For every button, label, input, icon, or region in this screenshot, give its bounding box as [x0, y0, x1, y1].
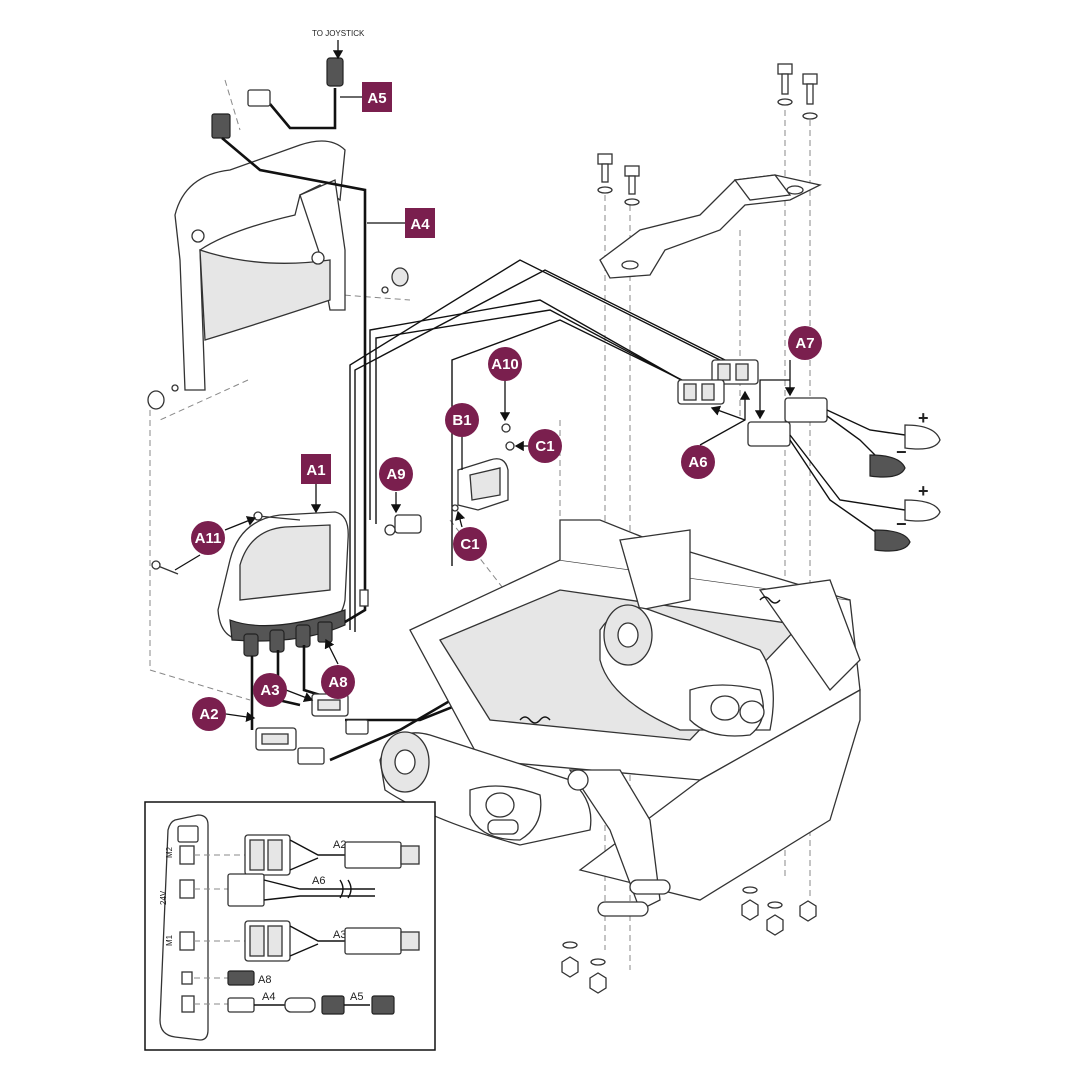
- inset-label-a5: A5: [350, 991, 363, 1003]
- plus-sign-lower: +: [918, 481, 929, 501]
- drive-motor-left: [379, 731, 592, 846]
- svg-text:A11: A11: [195, 530, 222, 547]
- battery-leads: [747, 397, 941, 552]
- callout-a4: [405, 208, 435, 238]
- svg-text:M2: M2: [165, 846, 174, 858]
- front-shroud-bracket: [174, 140, 346, 391]
- callout-c1-upper: [528, 429, 562, 463]
- inset-label-a8: A8: [258, 974, 271, 986]
- seat-mount-bracket: [599, 174, 822, 279]
- callout-a1: [301, 454, 331, 484]
- to-joystick-label: TO JOYSTICK: [312, 29, 365, 38]
- svg-text:C1: C1: [535, 438, 554, 455]
- mounting-bolts: [597, 63, 818, 206]
- inset-label-a2: A2: [333, 839, 346, 851]
- motor-connector-m1: [311, 693, 349, 717]
- svg-text:B1: B1: [452, 412, 471, 429]
- svg-text:A2: A2: [199, 706, 218, 723]
- motor-harness: [250, 613, 641, 765]
- callout-c1-lower: [453, 527, 487, 561]
- svg-text:A8: A8: [328, 674, 347, 691]
- svg-text:A9: A9: [386, 466, 405, 483]
- svg-text:A7: A7: [795, 335, 814, 352]
- inset-label-a3: A3: [333, 929, 346, 941]
- swing-arm: [567, 769, 671, 917]
- svg-text:A10: A10: [491, 356, 519, 373]
- port-24v: 24V: [159, 879, 195, 905]
- svg-text:A6: A6: [688, 454, 707, 471]
- svg-text:A3: A3: [260, 682, 279, 699]
- controller-module: [217, 511, 349, 657]
- inset-label-a4: A4: [262, 991, 275, 1003]
- inset-label-a6: A6: [312, 875, 325, 887]
- callout-a2: [192, 697, 226, 731]
- frame-nuts-washers: [561, 886, 817, 994]
- svg-text:C1: C1: [460, 536, 479, 553]
- svg-text:A1: A1: [306, 462, 325, 479]
- callout-a10: [488, 347, 522, 381]
- drive-motor-right: [599, 604, 774, 737]
- callout-a11: [191, 521, 225, 555]
- callout-a8: [321, 665, 355, 699]
- svg-text:24V: 24V: [159, 890, 168, 905]
- callout-a6: [681, 445, 715, 479]
- connection-inset: M2 24V M1 A2 A6: [144, 801, 436, 1051]
- motor-connector-m2: [255, 727, 297, 751]
- circuit-breaker-bracket: [384, 423, 515, 536]
- minus-sign-upper: −: [896, 442, 907, 462]
- joystick-cable: [211, 57, 369, 624]
- plus-sign-upper: +: [918, 408, 929, 428]
- callout-a5: [362, 82, 392, 112]
- svg-text:A4: A4: [410, 216, 430, 233]
- callout-a3: [253, 673, 287, 707]
- callout-b1: [445, 403, 479, 437]
- springs: [519, 596, 781, 724]
- knob-fastener: [147, 267, 409, 410]
- svg-text:A5: A5: [367, 90, 386, 107]
- callout-a9: [379, 457, 413, 491]
- battery-connector-pair-upper: [711, 359, 759, 385]
- minus-sign-lower: −: [896, 514, 907, 534]
- battery-connector-pair-lower: [677, 379, 725, 405]
- callout-labels: TO JOYSTICK A5 A4 A1 A11 A9 B1 A10 C1 C1: [174, 29, 929, 731]
- callout-a7: [788, 326, 822, 360]
- battery-harness: [349, 259, 759, 632]
- svg-text:M1: M1: [165, 934, 174, 946]
